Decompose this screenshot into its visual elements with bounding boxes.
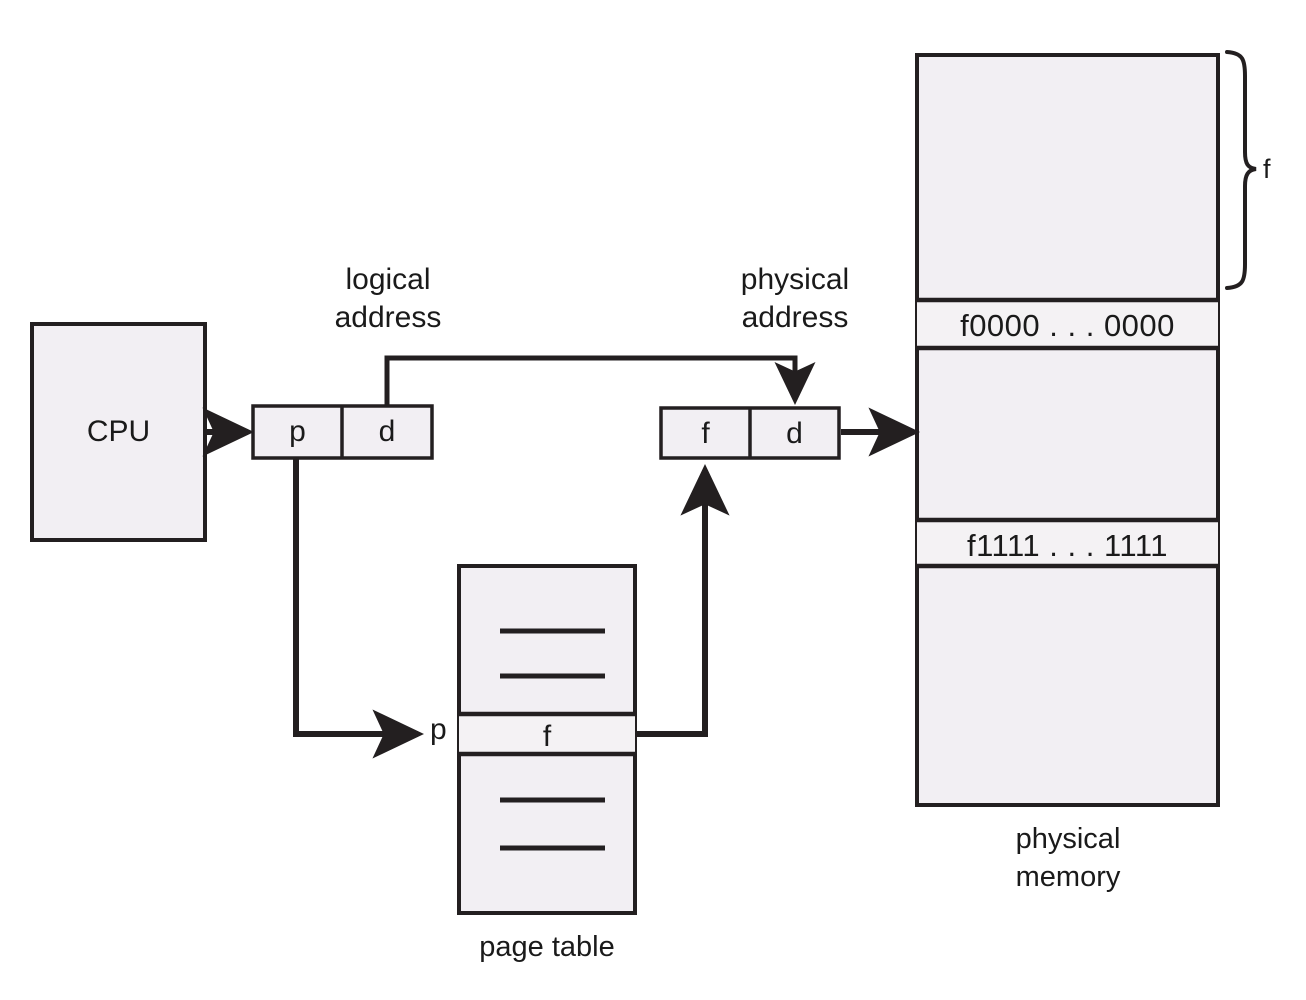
arrow-page-number-to-page-table xyxy=(293,458,425,759)
page-table-caption: page table xyxy=(479,931,615,963)
physical-memory-caption-line1: physical xyxy=(1015,823,1121,855)
cpu-label: CPU xyxy=(86,415,151,448)
cpu-box xyxy=(30,322,207,542)
page-table-entry-row xyxy=(459,714,635,754)
physical-memory-row-frame-start xyxy=(917,300,1218,348)
physical-address-caption-line2: address xyxy=(741,301,849,334)
arrow-page-table-to-frame-number xyxy=(635,463,730,737)
logical-address-caption-line1: logical xyxy=(345,263,431,296)
page-table-entry-value: f xyxy=(542,720,552,753)
frame-brace xyxy=(1225,50,1257,290)
logical-address-page-field: p xyxy=(289,415,306,448)
arrow-offset-to-physical-address xyxy=(384,355,816,406)
physical-address-frame-field: f xyxy=(701,417,710,450)
physical-memory-box xyxy=(915,53,1220,807)
physical-memory-row-frame-end-text: f1111 . . . 1111 xyxy=(966,528,1169,563)
physical-memory-row-frame-end xyxy=(917,520,1218,566)
physical-memory-row-frame-start-text: f0000 . . . 0000 xyxy=(960,308,1175,343)
logical-address-caption-line2: address xyxy=(334,301,442,334)
logical-address-offset-field: d xyxy=(378,415,396,448)
physical-address-offset-field: d xyxy=(786,417,803,450)
physical-memory-caption-line2: memory xyxy=(1015,861,1121,893)
frame-brace-label: f xyxy=(1263,154,1271,184)
physical-address-caption-line1: physical xyxy=(740,263,850,296)
page-table-index-label: p xyxy=(430,713,447,746)
